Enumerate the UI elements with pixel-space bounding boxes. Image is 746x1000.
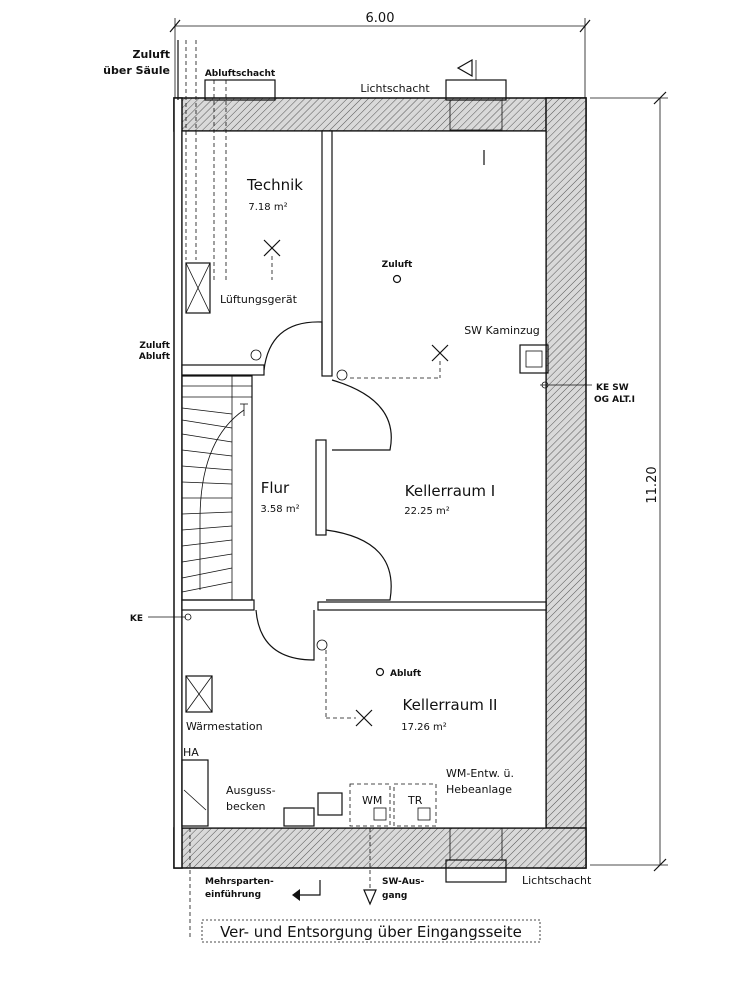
footer-note: Ver- und Entsorgung über Eingangsseite [220, 923, 522, 941]
zuluft-vent [392, 274, 402, 284]
kellerraum1-area: 22.25 m² [404, 506, 450, 517]
switch-technik [250, 349, 262, 361]
height-dimension: 11.20 [590, 91, 668, 872]
ha-label: HA [183, 746, 199, 759]
doors [255, 321, 392, 661]
kellerraum2-name: Kellerraum II [403, 696, 498, 714]
ha-unit [181, 759, 209, 827]
zuluft-label: Zuluft [382, 260, 413, 270]
ausguss-basin [317, 792, 343, 816]
wm-entw-line1: WM-Entw. ü. [446, 767, 514, 780]
abluft-label-left: Abluft [139, 352, 171, 362]
zuluft-saeule-line1: Zuluft [133, 48, 170, 61]
ausguss-line2: becken [226, 800, 266, 813]
switch-kellerraum2 [316, 639, 328, 651]
ceiling-lights [263, 239, 449, 727]
width-dimension-label: 6.00 [366, 11, 395, 26]
flur-name: Flur [261, 479, 290, 497]
zuluft-saeule-line2: über Säule [103, 64, 170, 77]
wm-entw-line2: Hebeanlage [446, 783, 512, 796]
wm-box [349, 783, 391, 827]
exterior-walls [173, 97, 587, 869]
ausguss-sink [283, 807, 315, 827]
width-dimension: 6.00 [169, 11, 591, 100]
lueftungsgeraet-unit [185, 262, 211, 314]
abluft-vent [375, 667, 385, 677]
technik-name: Technik [246, 176, 303, 194]
abluftschacht-box [204, 79, 276, 101]
lueftungsgeraet-label: Lüftungsgerät [220, 293, 298, 306]
lichtschacht-top-box [445, 79, 507, 101]
zuluft-duct [177, 40, 227, 280]
mehrsparten-line2: einführung [205, 890, 261, 900]
ke-label: KE [130, 614, 143, 624]
abluftschacht-label: Abluftschacht [205, 69, 276, 79]
kaminzug-unit [519, 344, 549, 374]
switch-kellerraum1 [336, 369, 348, 381]
sw-ausgang-line2: gang [382, 891, 407, 901]
ke-sw-label-line2: OG ALT.I [594, 395, 635, 405]
tr-label: TR [407, 794, 423, 807]
tr-box [393, 783, 437, 827]
flur-area: 3.58 m² [260, 504, 299, 515]
mehrsparten-line1: Mehrsparten- [205, 877, 274, 887]
height-dimension-label: 11.20 [645, 466, 660, 503]
kellerraum2-area: 17.26 m² [401, 722, 447, 733]
waermestation-label: Wärmestation [186, 720, 263, 733]
interior-walls [181, 130, 547, 611]
kellerraum1-name: Kellerraum I [405, 482, 495, 500]
lichtschacht-top-label: Lichtschacht [360, 82, 430, 95]
ke-sw-label-line1: KE SW [596, 383, 629, 393]
sw-ausgang-line1: SW-Aus- [382, 877, 424, 887]
lichtschacht-bottom-label: Lichtschacht [522, 874, 592, 887]
wm-label: WM [362, 794, 382, 807]
abluft-label: Abluft [390, 669, 422, 679]
sw-kaminzug-label: SW Kaminzug [464, 324, 540, 337]
footer-note-box [201, 919, 541, 943]
technik-area: 7.18 m² [248, 202, 287, 213]
zuluft-label-left: Zuluft [139, 341, 170, 351]
ausguss-line1: Ausguss- [226, 784, 276, 797]
waermestation-unit [185, 675, 213, 713]
staircase [181, 375, 253, 601]
